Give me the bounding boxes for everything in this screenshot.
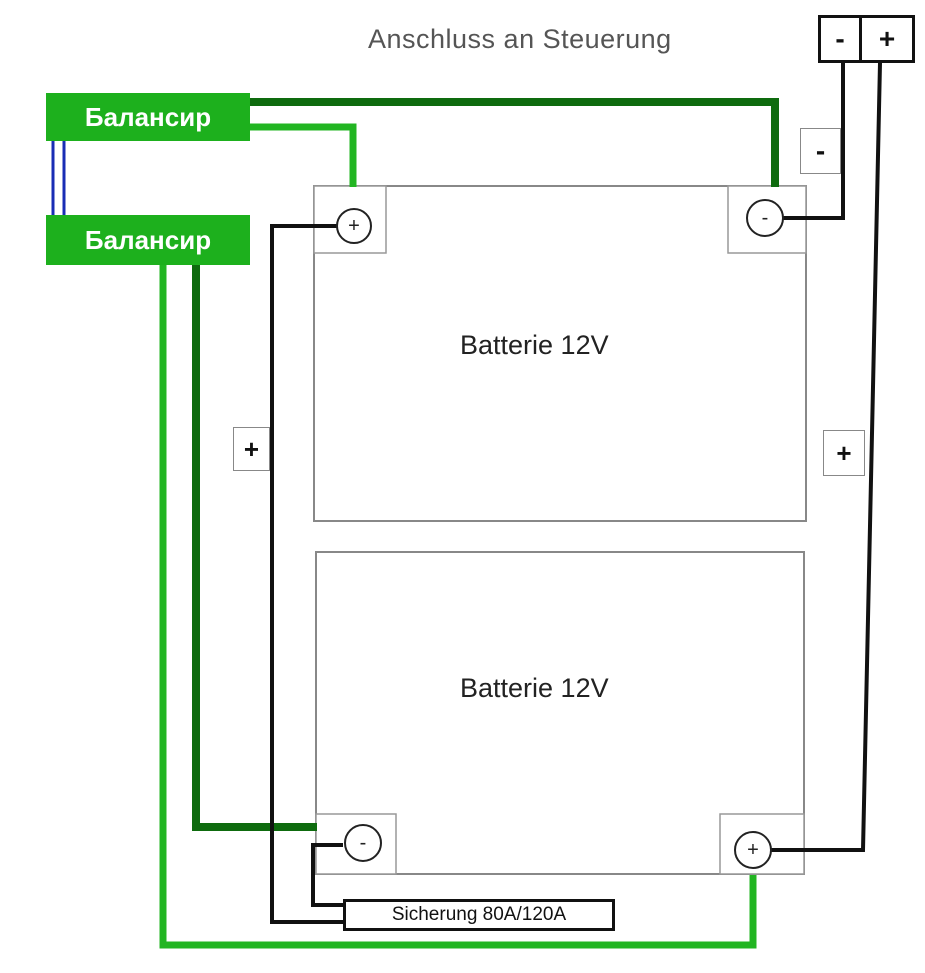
balancer-top-label: Балансир <box>46 93 250 141</box>
light-green-wire-bottom <box>159 265 757 949</box>
fuse-label: Sicherung 80A/120A <box>343 899 615 931</box>
battery-top-label: Batterie 12V <box>460 330 609 360</box>
terminal-top-minus-symbol: - <box>761 206 769 229</box>
terminal-top-minus-circle <box>746 199 784 237</box>
terminal-top-plus-symbol: + <box>348 214 360 237</box>
battery-bottom-label: Batterie 12V <box>460 673 609 703</box>
black-wire-bottom-minus <box>311 843 344 907</box>
black-wire-controller-plus <box>770 62 882 852</box>
black-wire-controller-minus <box>782 63 845 220</box>
dark-green-wire-bottom <box>192 265 317 831</box>
terminal-bottom-minus-symbol: - <box>359 831 367 854</box>
controller-minus-terminal: - <box>818 15 862 63</box>
dark-green-wire-top <box>250 98 779 187</box>
terminal-bottom-minus-circle <box>344 824 382 862</box>
balancer-bottom-label: Балансир <box>46 215 250 265</box>
right-plus-wire-sign: + <box>823 430 865 476</box>
terminal-bottom-plus-circle <box>734 831 772 869</box>
terminal-bottom-plus-symbol: + <box>747 838 759 861</box>
controller-plus-terminal: + <box>859 15 915 63</box>
terminal-top-plus-circle <box>336 208 372 244</box>
right-minus-wire-sign: - <box>800 128 841 174</box>
light-green-wire-top <box>250 123 357 187</box>
diagram-title: Anschluss an Steuerung <box>368 24 672 54</box>
left-plus-wire-sign: + <box>233 427 270 471</box>
black-wire-left-plus <box>270 224 344 924</box>
battery-top-box <box>313 185 807 522</box>
